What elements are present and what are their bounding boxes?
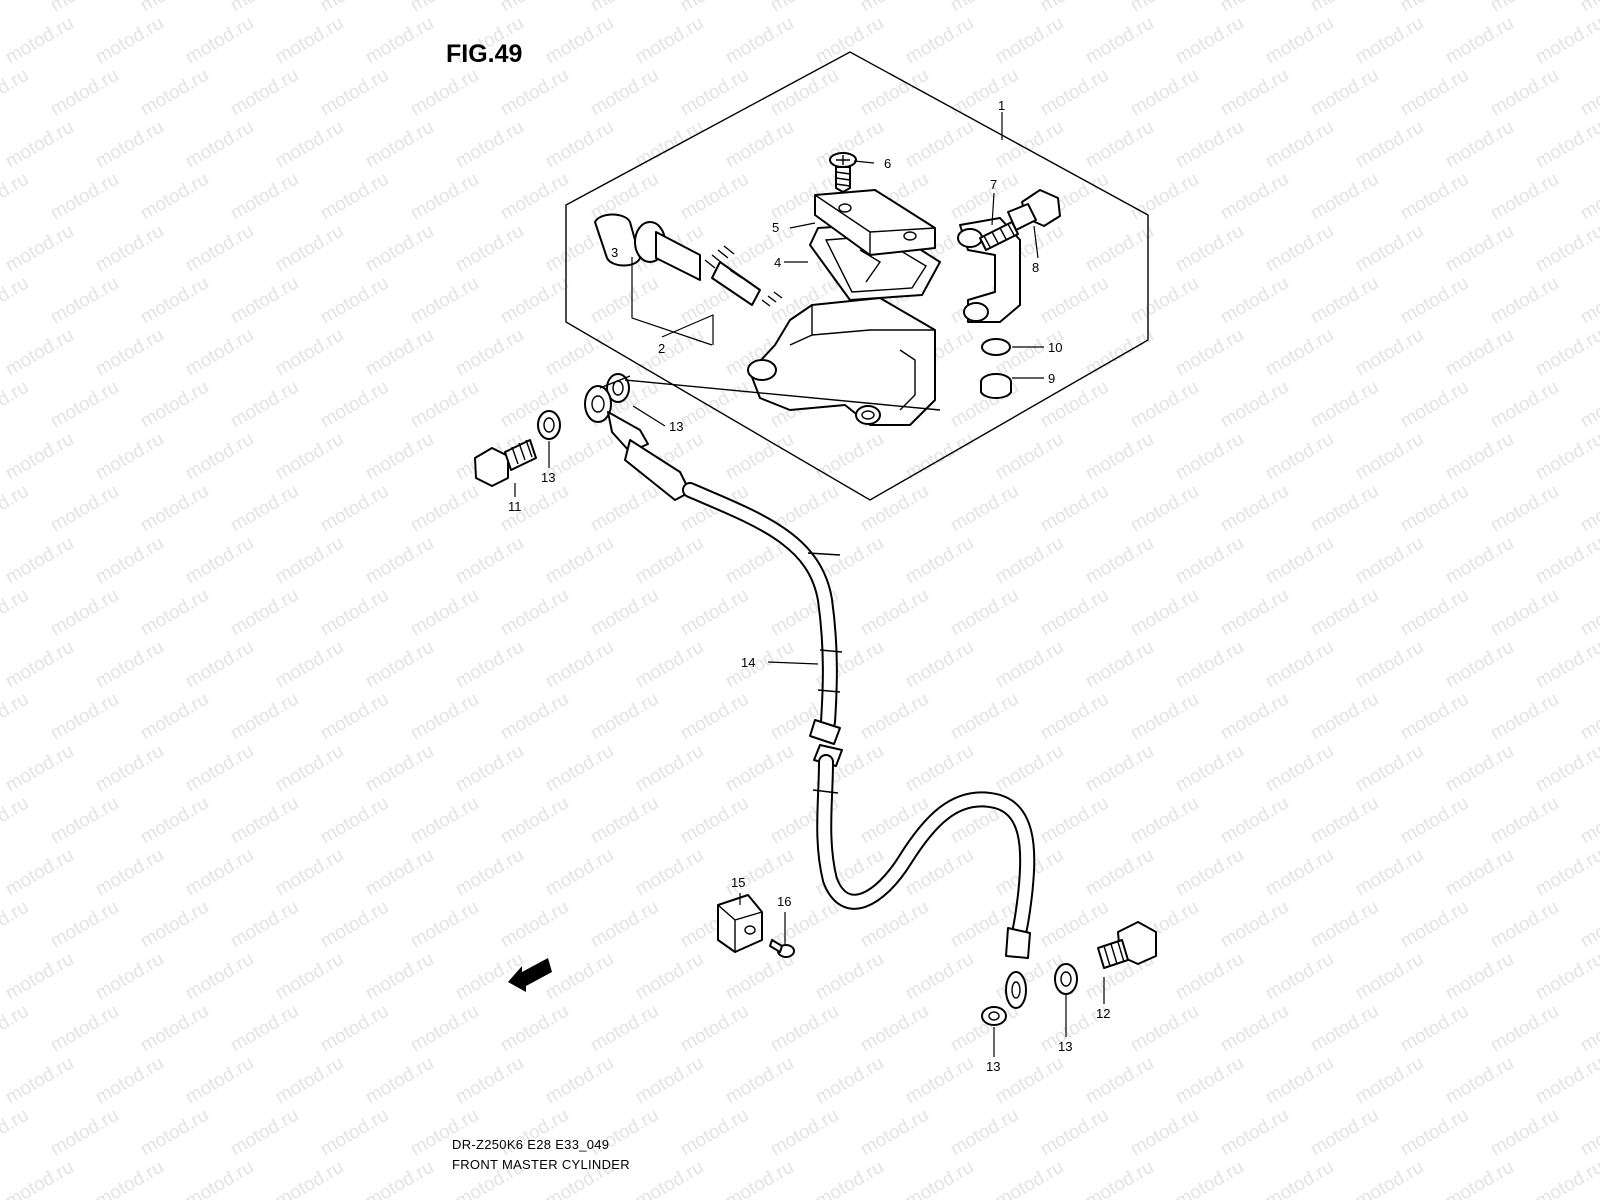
leader-lines: [514, 112, 1105, 1057]
callout-10: 10: [1048, 340, 1062, 355]
callout-13-upper-right: 13: [669, 419, 683, 434]
washer-upper-left: [537, 410, 561, 440]
o-ring: [981, 338, 1011, 356]
callout-1: 1: [998, 98, 1005, 113]
clamp-screw: [769, 939, 795, 958]
clamp-bolt: [979, 189, 1061, 251]
fwd-direction-arrow: FWD: [508, 958, 554, 992]
assembly-outline: [565, 51, 1149, 501]
callout-labels: 1 2 3 4 5 6 7 8 9 10 11 12 13 13 13 13 1…: [508, 98, 1110, 1074]
callout-2: 2: [658, 341, 665, 356]
callout-5: 5: [772, 220, 779, 235]
callout-15: 15: [731, 875, 745, 890]
callout-13-lower-right: 13: [1058, 1039, 1072, 1054]
figure-name: FRONT MASTER CYLINDER: [452, 1157, 630, 1172]
washer-upper-right: [606, 373, 630, 403]
piston-set: [594, 213, 783, 307]
callout-8: 8: [1032, 260, 1039, 275]
hose-clamp: [717, 894, 763, 953]
upper-union-bolt: [474, 439, 537, 487]
callout-7: 7: [990, 177, 997, 192]
cap-screw: [829, 152, 857, 193]
callout-6: 6: [884, 156, 891, 171]
callout-16: 16: [777, 894, 791, 909]
callout-13-lower-left: 13: [986, 1059, 1000, 1074]
lower-union-bolt: [1097, 921, 1157, 969]
fwd-label: FWD: [520, 959, 553, 986]
callout-11: 11: [508, 499, 522, 514]
callout-13-upper-left: 13: [541, 470, 555, 485]
callout-14: 14: [741, 655, 755, 670]
reservoir-cap: [814, 189, 936, 256]
washer-lower-left: [981, 1006, 1007, 1026]
callout-4: 4: [774, 255, 781, 270]
master-cylinder-body: [747, 297, 936, 426]
callout-3: 3: [611, 245, 618, 260]
figure-title: FIG.49: [446, 40, 523, 68]
figure-code: DR-Z250K6 E28 E33_049: [452, 1137, 610, 1152]
rubber-cap: [980, 373, 1012, 399]
brake-hose: [584, 385, 1036, 1009]
callout-12: 12: [1096, 1006, 1110, 1021]
washer-lower-right: [1054, 963, 1078, 995]
callout-9: 9: [1048, 371, 1055, 386]
